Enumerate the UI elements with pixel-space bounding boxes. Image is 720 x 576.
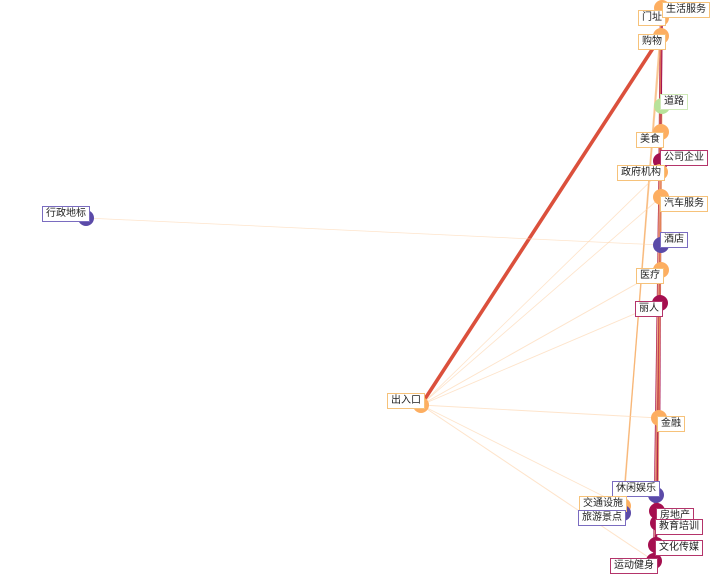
edge-life-scenic <box>622 7 663 514</box>
node-label-shop: 购物 <box>638 34 666 50</box>
edge-entrance-sports <box>420 404 655 562</box>
edge-entrance-medical <box>420 269 662 406</box>
edge-entrance-finance <box>420 404 660 419</box>
node-label-entrance: 出入口 <box>387 393 425 409</box>
node-label-medical: 医疗 <box>636 268 664 284</box>
node-label-gov: 政府机构 <box>617 165 665 181</box>
node-label-education: 教育培训 <box>655 519 703 535</box>
edge-entrance-car <box>420 196 662 406</box>
edge-layer <box>85 7 664 562</box>
node-layer <box>78 0 670 569</box>
node-label-food: 美食 <box>636 132 664 148</box>
node-label-road: 道路 <box>660 94 688 110</box>
edge-admin-hotel <box>85 217 662 246</box>
edge-entrance-gov <box>420 171 661 406</box>
node-label-scenic: 旅游景点 <box>578 510 626 526</box>
node-label-car: 汽车服务 <box>660 196 708 212</box>
node-label-finance: 金融 <box>657 416 685 432</box>
node-label-gate: 门址 <box>638 10 666 26</box>
node-label-leisure: 休闲娱乐 <box>612 481 660 497</box>
node-label-life: 生活服务 <box>662 2 710 18</box>
node-label-admin: 行政地标 <box>42 206 90 222</box>
edge-entrance-beauty <box>420 302 661 406</box>
node-label-sports: 运动健身 <box>610 558 658 574</box>
node-label-beauty: 丽人 <box>635 301 663 317</box>
edge-entrance-transport <box>420 404 624 507</box>
node-label-culture: 文化传媒 <box>655 540 703 556</box>
node-label-hotel: 酒店 <box>660 232 688 248</box>
edge-entrance-shop <box>419 35 663 406</box>
node-label-company: 公司企业 <box>660 150 708 166</box>
